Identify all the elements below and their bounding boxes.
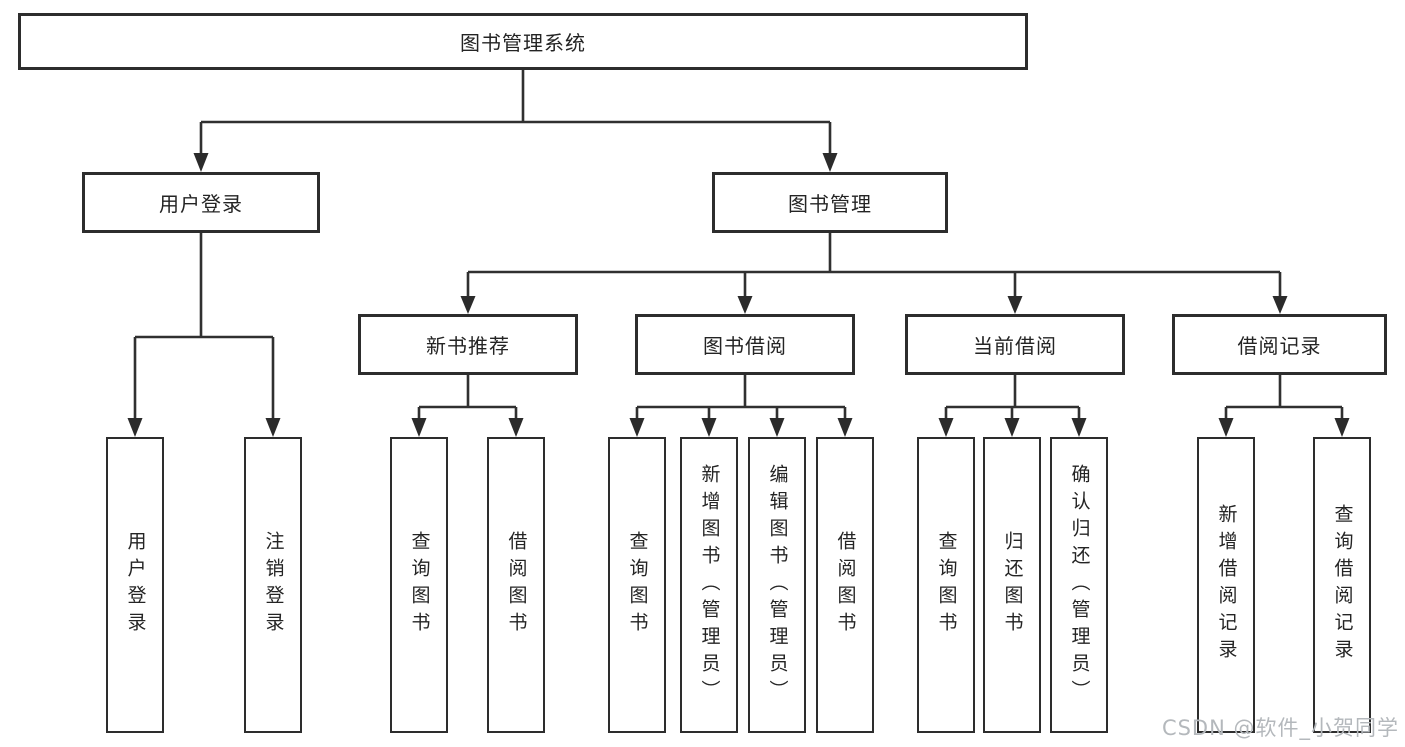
node-label: 注销登录 [262,531,285,639]
csdn-watermark: CSDN @软件_小贺同学 [1161,716,1399,740]
node-book-borrow: 图书借阅 [635,314,855,375]
node-label: 用户登录 [159,192,243,216]
node-leaf-logout: 注销登录 [244,437,302,733]
node-label: 当前借阅 [973,334,1057,358]
node-new-book-recommend: 新书推荐 [358,314,578,375]
node-label: 借阅图书 [834,531,857,639]
node-leaf-borrow-books: 借阅图书 [816,437,874,733]
node-label: 图书管理系统 [460,31,586,55]
connector-current-borrow-children [938,375,1087,437]
node-leaf-return-books: 归还图书 [983,437,1041,733]
node-label: 借阅记录 [1237,334,1322,358]
node-label: 查询借阅记录 [1331,504,1354,666]
node-leaf-query-books-borrow: 查询图书 [608,437,666,733]
node-label: 借阅图书 [505,531,528,639]
node-label: 查询图书 [626,531,649,639]
node-leaf-query-books-recommend: 查询图书 [390,437,448,733]
node-leaf-user-login: 用户登录 [106,437,164,733]
node-leaf-query-borrow-record: 查询借阅记录 [1313,437,1371,733]
node-leaf-borrow-books-recommend: 借阅图书 [487,437,545,733]
connector-root-to-level2 [193,70,838,172]
node-label: 编辑图书（管理员） [766,463,789,707]
node-label: 确认归还（管理员） [1068,463,1091,707]
node-current-borrow: 当前借阅 [905,314,1125,375]
connector-new-book-children [411,375,524,437]
node-leaf-add-borrow-record: 新增借阅记录 [1197,437,1255,733]
connector-user-login-children [127,233,281,437]
node-label: 查询图书 [408,531,431,639]
node-label: 图书管理 [788,192,872,216]
node-label: 查询图书 [935,531,958,639]
node-user-login: 用户登录 [82,172,320,233]
connector-book-borrow-children [629,375,853,437]
node-label: 新增借阅记录 [1215,504,1238,666]
node-label: 新增图书（管理员） [698,463,721,707]
connector-borrow-records-children [1218,375,1350,437]
node-book-management: 图书管理 [712,172,948,233]
node-borrow-records: 借阅记录 [1172,314,1387,375]
node-label: 图书借阅 [703,334,787,358]
node-label: 归还图书 [1001,531,1024,639]
node-label: 用户登录 [124,531,147,639]
node-leaf-confirm-return-admin: 确认归还（管理员） [1050,437,1108,733]
node-leaf-query-books-current: 查询图书 [917,437,975,733]
node-leaf-edit-books-admin: 编辑图书（管理员） [748,437,806,733]
node-label: 新书推荐 [426,334,510,358]
node-leaf-add-books-admin: 新增图书（管理员） [680,437,738,733]
node-library-management-system: 图书管理系统 [18,13,1028,70]
connector-book-management-children [460,233,1288,314]
